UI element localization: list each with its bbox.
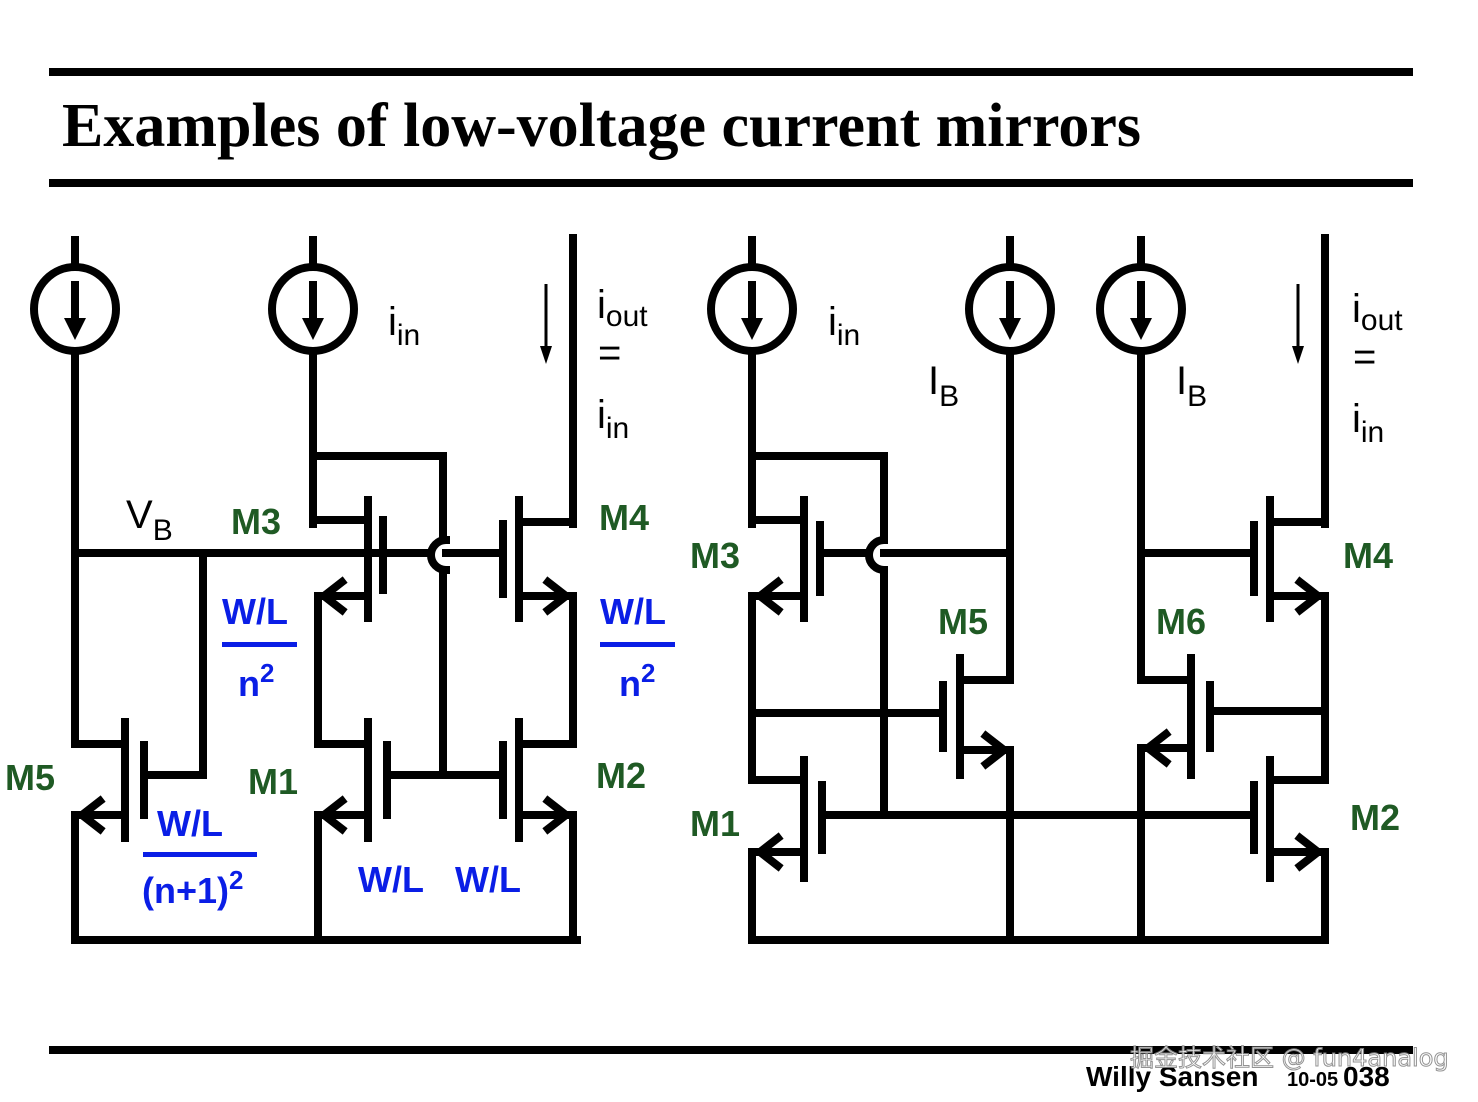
fraction-bar: [143, 852, 257, 857]
output-current-label: iout: [597, 283, 648, 333]
current-source-icon: [30, 236, 120, 556]
left-circuit: iin iout = iin VB M3 M4 M1 M2 M5 W/L n2 …: [5, 234, 675, 944]
current-source-icon: [965, 236, 1055, 684]
equals-sign: =: [1353, 335, 1376, 379]
input-current-label: iin: [388, 300, 420, 352]
current-source-icon: [268, 236, 358, 528]
input-current-label: iin: [828, 300, 860, 352]
transistor-label-m2: M2: [596, 755, 646, 796]
transistor-label-m4: M4: [1343, 535, 1393, 576]
m5-size-numerator: W/L: [157, 803, 223, 844]
transistor-label-m3: M3: [231, 501, 281, 542]
transistor-label-m1: M1: [248, 761, 298, 802]
output-current-label: iout: [1352, 287, 1403, 337]
title-rule: [49, 179, 1413, 187]
transistor-label-m4: M4: [599, 497, 649, 538]
output-equals-input-label: iin: [1352, 397, 1384, 449]
m3-size-numerator: W/L: [222, 591, 288, 632]
bias-current-label: IB: [1176, 359, 1207, 413]
m5-size-denominator: (n+1)2: [142, 865, 243, 911]
watermark: 掘金技术社区 @ fun4analog: [1130, 1044, 1449, 1072]
current-source-icon: [707, 236, 797, 528]
current-direction-arrow-icon: [1292, 284, 1304, 364]
fraction-bar: [222, 642, 297, 647]
author-name: Willy Sansen: [1086, 1061, 1258, 1092]
transistor-label-m5: M5: [938, 601, 988, 642]
bias-voltage-label: VB: [126, 493, 173, 547]
m2-size: W/L: [455, 859, 521, 900]
equals-sign: =: [598, 331, 621, 375]
transistor-label-m1: M1: [690, 803, 740, 844]
transistor-label-m2: M2: [1350, 797, 1400, 838]
m4-size-denominator: n2: [619, 658, 655, 704]
transistor-label-m5: M5: [5, 757, 55, 798]
bottom-rule: [49, 1046, 1413, 1054]
fraction-bar: [600, 642, 675, 647]
transistor-label-m6: M6: [1156, 601, 1206, 642]
m1-size: W/L: [358, 859, 424, 900]
output-equals-input-label: iin: [597, 393, 629, 445]
right-circuit: iin IB IB iout = iin M3 M4 M5 M6 M1 M2: [690, 234, 1403, 944]
m3-size-denominator: n2: [238, 658, 274, 704]
slide-title: Examples of low-voltage current mirrors: [62, 92, 1141, 160]
current-source-icon: [1096, 236, 1186, 684]
current-direction-arrow-icon: [540, 284, 552, 364]
chapter-number: 10-05: [1287, 1069, 1338, 1091]
top-rule: [49, 68, 1413, 76]
page-number: 038: [1343, 1061, 1390, 1092]
m4-size-numerator: W/L: [600, 591, 666, 632]
transistor-label-m3: M3: [690, 535, 740, 576]
bias-current-label: IB: [928, 359, 959, 413]
